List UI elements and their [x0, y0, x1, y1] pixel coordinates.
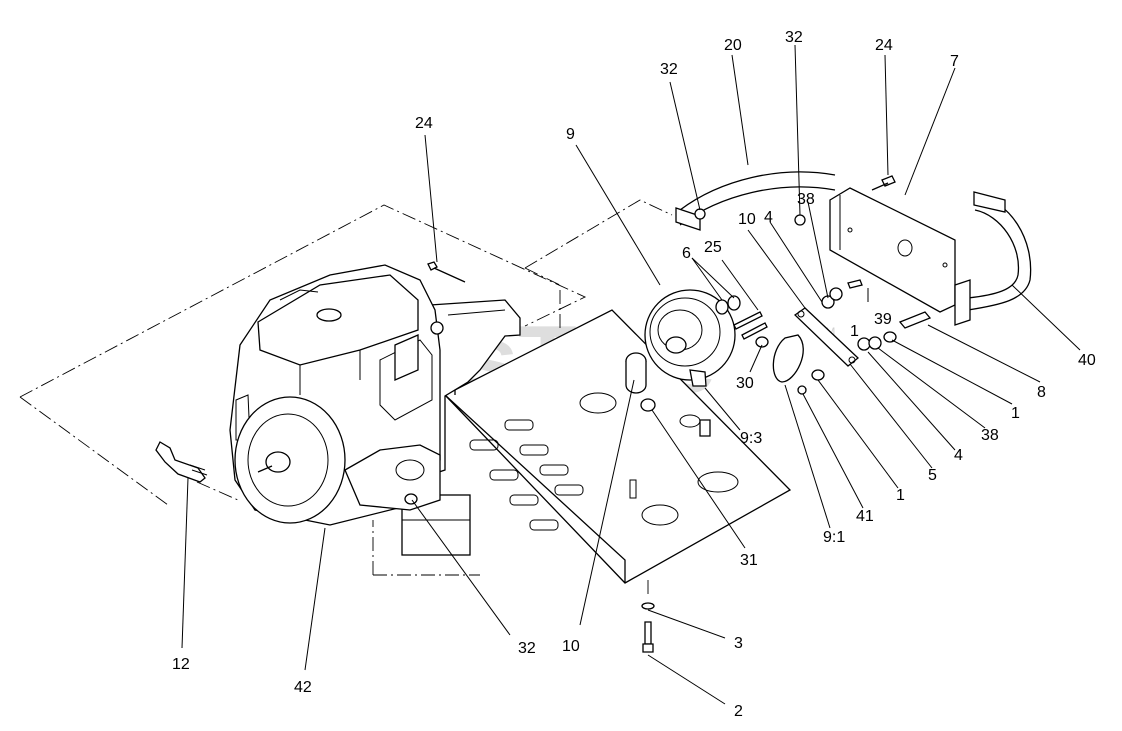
callout-42: 42: [294, 679, 312, 696]
callout-1-right: 1: [1011, 405, 1020, 422]
base-plate: [443, 309, 792, 584]
callout-7: 7: [950, 53, 959, 70]
callout-24-left: 24: [415, 115, 433, 132]
callout-38-top: 38: [797, 191, 815, 208]
alignment-lines: [19, 199, 673, 595]
callout-41: 41: [856, 508, 874, 525]
callout-9-1: 9:1: [823, 529, 845, 546]
part-31-nut: [640, 398, 656, 412]
part-10-spacer: [625, 352, 647, 394]
part-9-1-bracket: [772, 307, 859, 395]
leader-lines: [181, 44, 1081, 705]
callout-12: 12: [172, 656, 190, 673]
callout-30: 30: [736, 375, 754, 392]
part-25-bolts: [733, 311, 768, 340]
callout-4-bottom: 4: [954, 447, 963, 464]
callout-1-bottom: 1: [896, 487, 905, 504]
callout-3: 3: [734, 635, 743, 652]
part-8-spacer: [898, 311, 932, 329]
callout-38-bottom: 38: [981, 427, 999, 444]
part-9-clutch: [644, 289, 736, 437]
callout-32-bottom: 32: [518, 640, 536, 657]
callout-labels: 12 42 24 32 10 9 31 3 2 9:3 6 25 30 32 2…: [172, 29, 1096, 720]
engine: [229, 264, 444, 526]
part-24-bolt-left: [427, 261, 466, 283]
callout-10-top: 10: [738, 211, 756, 228]
callout-6: 6: [682, 245, 691, 262]
callout-39: 39: [874, 311, 892, 328]
callout-1-top: 1: [850, 323, 859, 340]
callout-5: 5: [928, 467, 937, 484]
callout-40: 40: [1078, 352, 1096, 369]
callout-2: 2: [734, 703, 743, 720]
part-2-3-bolt-washer: [641, 602, 655, 653]
callout-10-bottom: 10: [562, 638, 580, 655]
callout-31: 31: [740, 552, 758, 569]
part-12-fitting: [155, 441, 208, 483]
callout-20: 20: [724, 37, 742, 54]
callout-24-right: 24: [875, 37, 893, 54]
callout-9: 9: [566, 126, 575, 143]
part-40-strap: [954, 191, 1032, 326]
callout-4-top: 4: [764, 209, 773, 226]
part-30-washer: [755, 336, 769, 348]
callout-32-top: 32: [785, 29, 803, 46]
callout-9-3: 9:3: [740, 430, 762, 447]
part-7-frame: [829, 187, 956, 313]
callout-25: 25: [704, 239, 722, 256]
callout-8: 8: [1037, 384, 1046, 401]
callout-32-top-left: 32: [660, 61, 678, 78]
